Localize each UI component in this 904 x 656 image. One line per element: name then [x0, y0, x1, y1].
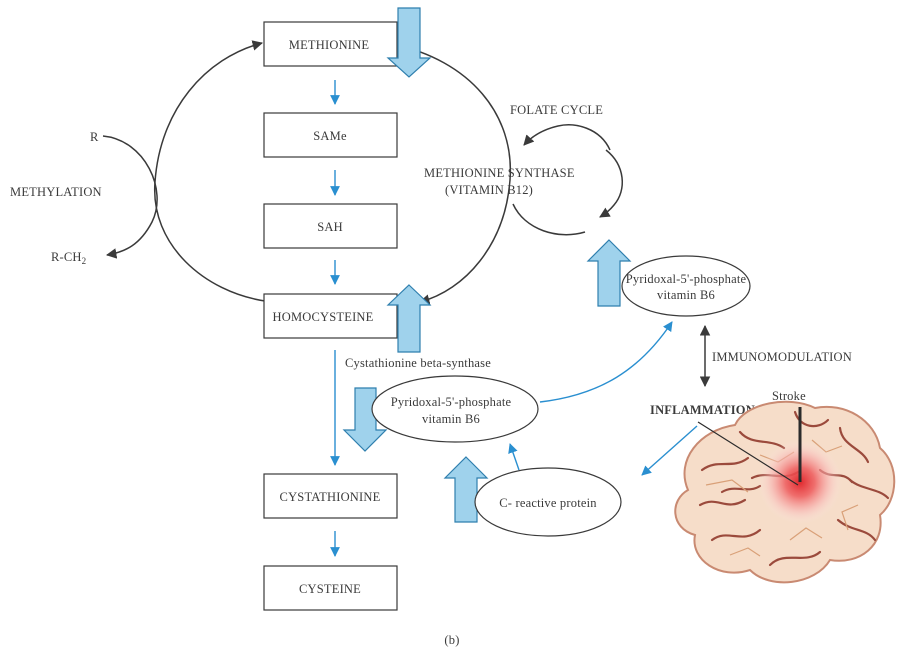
vitamin-b12-label: (VITAMIN B12) [445, 183, 533, 197]
crp-ellipse [474, 467, 622, 537]
cysteine-label: CYSTEINE [299, 582, 361, 596]
folate-cycle-label: FOLATE CYCLE [510, 103, 603, 117]
cystathionine-label: CYSTATHIONINE [280, 490, 381, 504]
arrow-inflammation-to-crp [641, 425, 698, 476]
plp-top-line2: vitamin B6 [657, 288, 715, 302]
inflammation-pointer-line [697, 421, 799, 486]
arrow-plp-mid-to-plp-top [539, 321, 673, 403]
crp-label: C- reactive protein [499, 496, 597, 510]
b6-increase-fat-arrow-top [586, 239, 632, 307]
arrow-crp-to-plp-mid [508, 443, 520, 471]
methionine-box [263, 21, 398, 67]
homocysteine-increase-fat-arrow [386, 284, 432, 353]
folate-cycle-top-arc [523, 124, 611, 151]
homocysteine-label: HOMOCYSTEINE [272, 310, 373, 324]
figure-caption: (b) [444, 633, 459, 647]
inflammation-label: INFLAMMATION [650, 403, 755, 417]
methionine-label: METHIONINE [289, 38, 370, 52]
stroke-label: Stroke [772, 389, 806, 403]
methylation-arrow [102, 135, 158, 259]
plp-mid-line2: vitamin B6 [422, 412, 480, 426]
r-ch-text: R-CH [51, 250, 82, 264]
plp-mid-line1: Pyridoxal-5'-phosphate [391, 395, 512, 409]
sah-box [263, 203, 398, 249]
immunomodulation-label: IMMUNOMODULATION [712, 350, 852, 364]
methionine-synthase-label: METHIONINE SYNTHASE [424, 166, 575, 180]
homocysteine-box [263, 293, 398, 339]
methylation-cycle-left-arc [154, 40, 266, 302]
folate-cycle-right-arc [599, 149, 624, 218]
plp-top-line1: Pyridoxal-5'-phosphate [626, 272, 747, 286]
sah-label: SAH [317, 220, 343, 234]
cysteine-box [263, 565, 398, 611]
r-label: R [90, 130, 99, 144]
cbs-label: Cystathionine beta-synthase [345, 356, 491, 370]
r-ch-subscript: 2 [82, 256, 87, 266]
folate-cycle-bottom-arc [512, 203, 586, 236]
methylation-cycle-right-arc [391, 43, 512, 305]
same-label: SAMe [313, 129, 347, 143]
cystathionine-box [263, 473, 398, 519]
plp-vitamin-b6-mid-ellipse [371, 375, 539, 443]
methylation-label: METHYLATION [10, 185, 102, 199]
methionine-decrease-fat-arrow [386, 7, 432, 78]
plp-vitamin-b6-top-ellipse [621, 255, 751, 317]
r-ch2-label: R-CH2 [51, 250, 86, 266]
same-box [263, 112, 398, 158]
